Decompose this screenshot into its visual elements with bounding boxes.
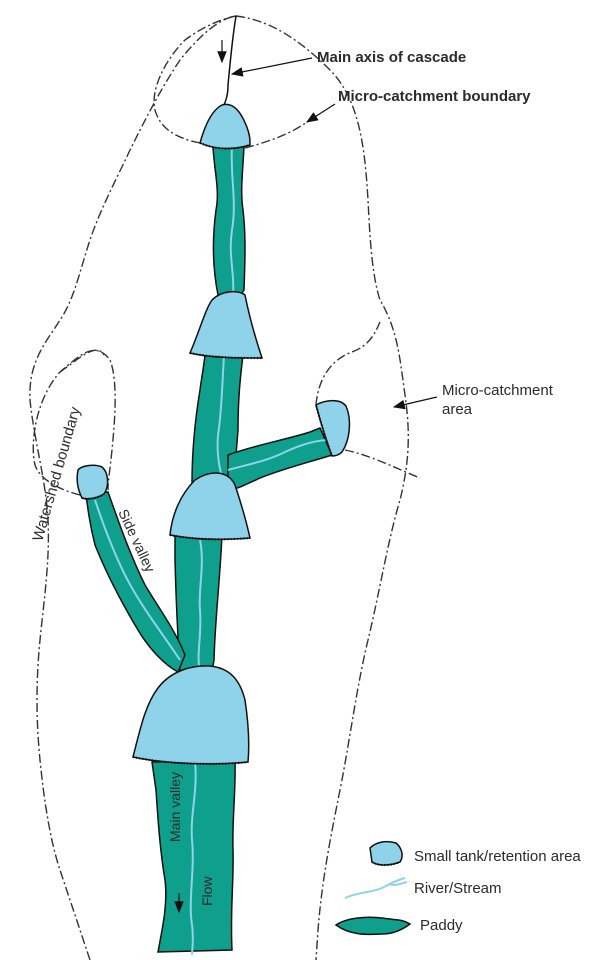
pointer-micro-boundary <box>307 104 335 122</box>
paddy-icon <box>336 917 410 934</box>
paddy-top-trunk <box>213 146 245 296</box>
label-main-axis: Main axis of cascade <box>317 49 466 66</box>
label-micro-area: Micro-catchment <box>442 382 554 399</box>
paddy-right-branch <box>228 428 332 490</box>
label-micro-area-2: area <box>442 401 473 418</box>
legend-label-river: River/Stream <box>414 880 502 897</box>
legend-label-tank: Small tank/retention area <box>414 848 581 865</box>
legend-label-paddy: Paddy <box>420 917 463 934</box>
river-icon <box>345 878 407 898</box>
label-micro-boundary: Micro-catchment boundary <box>338 88 531 105</box>
label-main-valley: Main valley <box>167 772 183 842</box>
tank-upper <box>190 292 262 358</box>
tank-left <box>77 465 107 498</box>
legend: Small tank/retention area River/Stream P… <box>336 842 581 935</box>
cascade-axis-line <box>224 16 236 105</box>
label-flow: Flow <box>199 876 215 906</box>
tank-large <box>133 666 249 764</box>
tank-icon <box>370 842 402 865</box>
pointer-micro-area <box>394 397 437 407</box>
pointer-main-axis <box>232 58 312 74</box>
label-watershed: Watershed boundary <box>30 405 85 543</box>
tank-top <box>200 104 250 148</box>
